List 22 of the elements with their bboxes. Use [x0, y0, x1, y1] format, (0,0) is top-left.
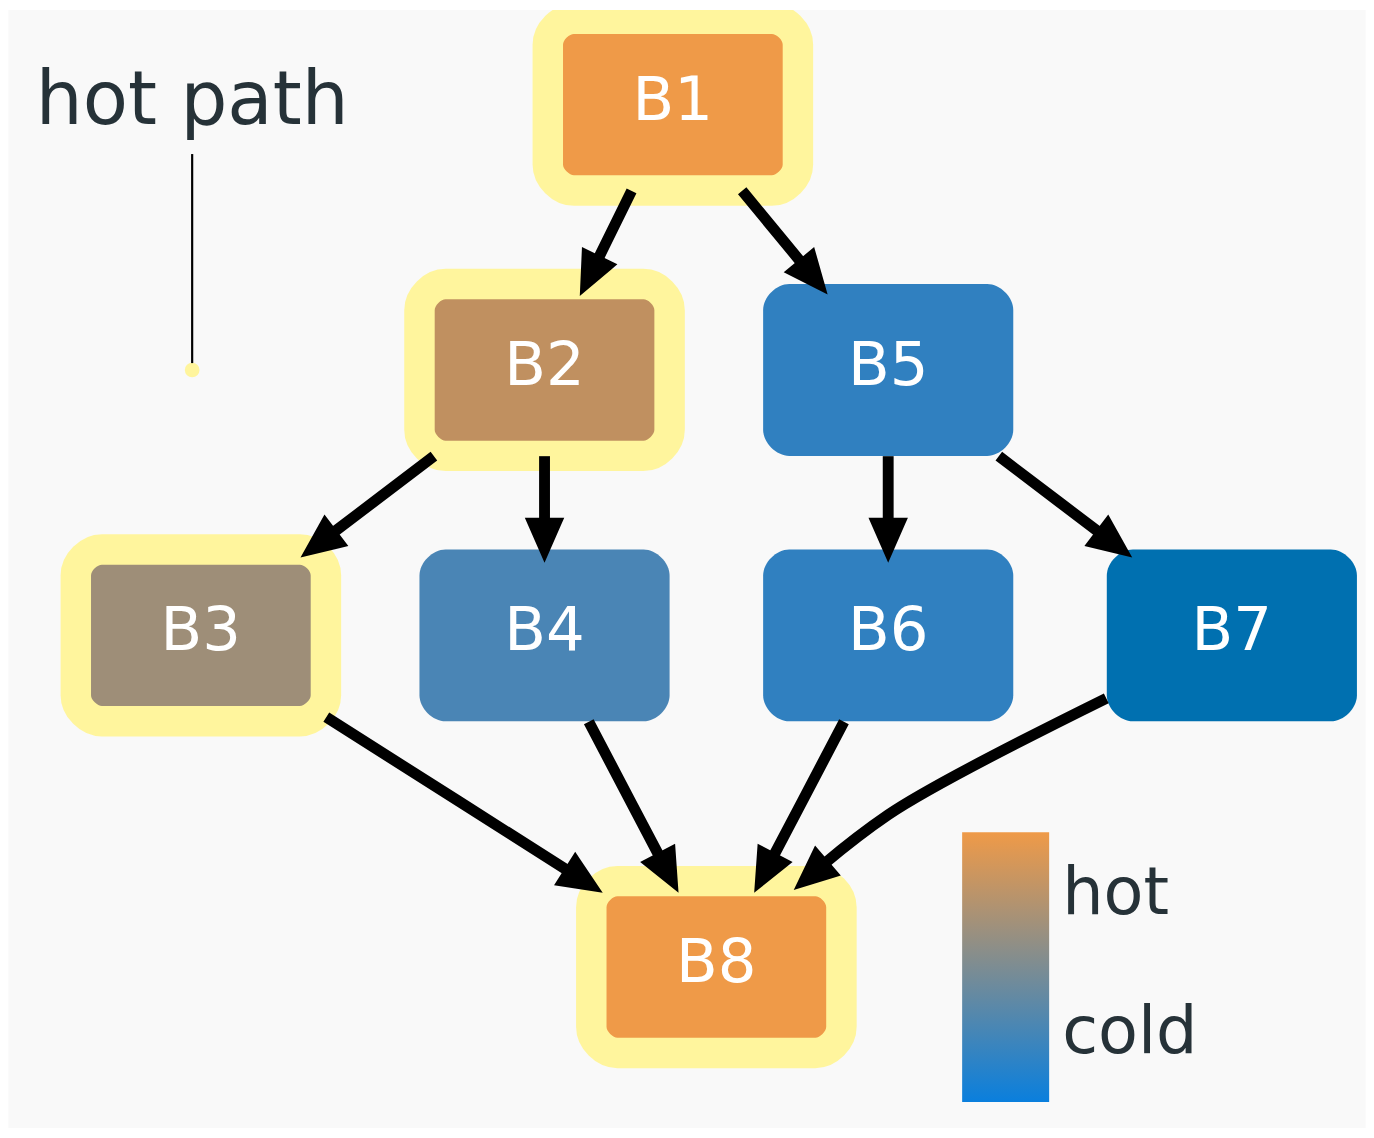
arrow — [583, 719, 679, 893]
arrow — [300, 451, 438, 558]
connector — [191, 154, 194, 364]
node-box: B2 — [404, 268, 685, 472]
arrow — [524, 456, 565, 563]
legend-label: cold — [1062, 991, 1198, 1068]
arrow — [793, 693, 1109, 890]
node-text: hot path — [35, 54, 349, 141]
node-box: B8 — [576, 865, 857, 1069]
legend-label: hot — [1062, 852, 1170, 929]
arrow — [323, 712, 603, 893]
arrow — [754, 719, 849, 893]
node-box: B7 — [1106, 549, 1357, 722]
arrow — [579, 188, 637, 297]
arrow — [995, 451, 1133, 558]
node-box: B4 — [419, 549, 670, 722]
node-box: B1 — [532, 10, 814, 206]
node-box: B3 — [60, 534, 342, 737]
node-box: B5 — [763, 284, 1014, 456]
arrow — [738, 187, 828, 295]
node-box: B6 — [763, 549, 1014, 722]
arrow — [868, 456, 908, 563]
